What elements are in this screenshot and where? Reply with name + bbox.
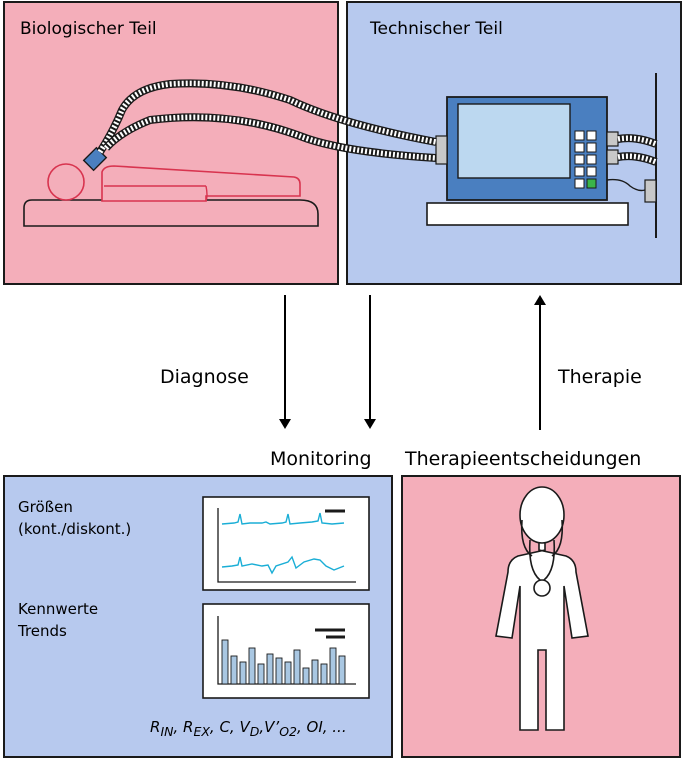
monitoring-panel: Größen (kont./diskont.) Kennwerte Trends	[3, 475, 393, 758]
biological-panel-title: Biologischer Teil	[20, 19, 157, 39]
device-keypad	[574, 130, 597, 189]
ventilator-device-icon	[426, 73, 657, 238]
patient-head	[47, 163, 85, 201]
technical-panel-title: Technischer Teil	[369, 19, 503, 39]
continuous-label-line2: (kont./diskont.)	[18, 520, 131, 538]
waveform-chart-icon	[202, 496, 370, 591]
clinician-panel	[401, 475, 681, 758]
power-led	[586, 178, 597, 189]
diagnose-label: Diagnose	[160, 366, 249, 388]
biological-panel-bg	[3, 1, 339, 285]
monitoring-label: Monitoring	[270, 448, 372, 470]
parameters-foreign: RIN, REX, C, VD,V’O2, OI, ...	[150, 718, 347, 739]
technical-panel: Technischer Teil	[346, 1, 682, 285]
trends-label-line1: Kennwerte	[18, 600, 98, 618]
device-stand	[426, 202, 629, 226]
patient-in-bed-icon	[23, 146, 319, 227]
flow-arrows	[279, 295, 546, 430]
doctor-with-stethoscope-icon	[495, 486, 589, 731]
parameters-text: RIN, REX, C, VD,V’O2, OI, ...	[150, 718, 347, 739]
trend-bar-chart-icon	[202, 603, 370, 699]
therapy-decisions-label: Therapieentscheidungen	[404, 448, 641, 470]
therapie-label: Therapie	[557, 366, 642, 388]
trends-label-line2: Trends	[17, 622, 67, 640]
patient-body	[101, 165, 301, 202]
stethoscope-icon	[528, 539, 556, 581]
continuous-label-line1: Größen	[18, 498, 73, 516]
device-screen	[457, 103, 571, 179]
doctor-head	[519, 486, 565, 544]
biological-panel: Biologischer Teil	[3, 1, 339, 285]
breathing-hoses	[96, 79, 658, 166]
